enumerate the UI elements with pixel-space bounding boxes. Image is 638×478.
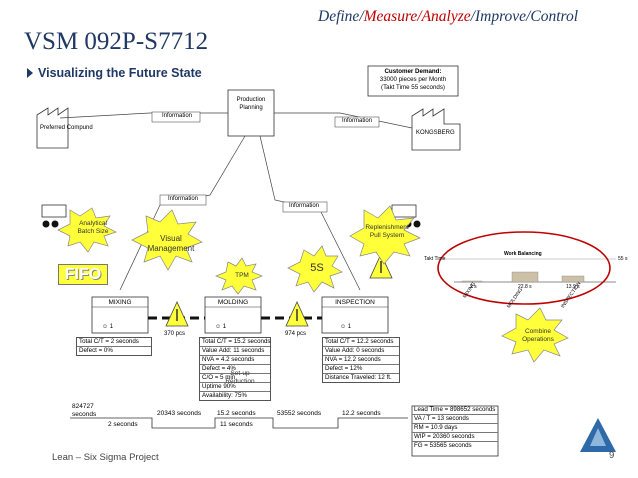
kaizen-burst-tpm: [215, 257, 263, 295]
kaizen-burst-5s: [287, 245, 343, 293]
inventory-label-2: 974 pcs: [285, 331, 307, 337]
summary-row: Lead Time = 898652 seconds: [414, 406, 496, 413]
customer-demand-line2: (Takt Time 55 seconds): [381, 84, 445, 91]
burst-text-visual: Visual Management: [147, 234, 195, 253]
data-row: Defect = 0%: [77, 346, 151, 355]
data-row: Uptime 90%: [200, 382, 270, 391]
operators-mixing: 1: [109, 324, 114, 330]
data-row: Defect = 4%: [200, 364, 270, 373]
phase-analyze: Analyze: [421, 8, 471, 25]
bar-value-molding: 22.8 s: [518, 284, 532, 290]
summary-row: WIP = 20360 seconds: [412, 432, 498, 441]
section-heading: Visualizing the Future State: [38, 66, 202, 80]
timeline-ladder: [70, 417, 408, 429]
data-box-inspection: Total C/T = 12.2 seconds Value Add: 0 se…: [322, 337, 400, 383]
customer-demand-title: Customer Demand:: [384, 68, 442, 75]
operator-icon: ☺ 1: [340, 324, 352, 330]
bullet-arrow-icon: [27, 68, 33, 78]
work-balancing-title: Work Balancing: [504, 251, 542, 257]
customer-demand: Customer Demand: 33000 pieces per Month …: [368, 68, 458, 92]
burst-text-setup: Set-up Reduction: [225, 370, 255, 385]
inventory-label-1: 370 pcs: [164, 331, 186, 337]
footer-text: Lean – Six Sigma Project: [52, 452, 159, 463]
page-title: VSM 092P-S7712: [24, 28, 209, 55]
page-number: 9: [609, 450, 615, 461]
data-row: NVA = 4.2 seconds: [200, 355, 270, 364]
data-row: C/O = 5 min: [200, 373, 270, 382]
supplier-label: Preferred Compund: [40, 125, 93, 131]
info-label-4: Information: [289, 203, 320, 209]
takt-time-label: Takt Time: [424, 256, 446, 262]
operator-icon: ☺ 1: [102, 324, 114, 330]
phase-measure: Measure/: [363, 8, 422, 25]
data-row: Defect = 12%: [323, 364, 399, 373]
balance-bar-mixing: [461, 280, 483, 283]
data-row: NVA = 12.2 seconds: [323, 355, 399, 364]
process-box-molding: [204, 296, 262, 334]
info-label-2: Information: [342, 118, 373, 124]
data-row: Total C/T = 15.2 seconds: [202, 338, 270, 345]
timeline-top-2: 20343 seconds: [157, 410, 202, 417]
dmaic-phases: Define/Measure/Analyze/Improve/Control: [318, 8, 578, 26]
customer-factory-shape: [411, 108, 461, 151]
customer-label: KONGSBERG: [416, 130, 455, 136]
burst-text-analytical: Analytical Batch Size: [77, 220, 109, 235]
kaizen-burst-combine: [501, 307, 569, 363]
process-box-inspection: [321, 296, 389, 334]
kaizen-burst-replenishment: [349, 205, 421, 265]
data-row: Value Add: 11 seconds: [200, 346, 270, 355]
customer-demand-line1: 33000 pieces per Month: [379, 76, 447, 83]
fifo-lane: FIFO: [58, 264, 108, 285]
balance-bar-molding: [511, 271, 539, 283]
timeline-top-1: 824727 seconds: [72, 403, 97, 418]
burst-text-replenishment: Replenishment Pull System: [365, 224, 409, 239]
customer-demand-box: [367, 65, 459, 97]
process-box-mixing: [91, 296, 149, 334]
process-name-mixing: MIXING: [108, 299, 132, 306]
timeline-top-3: 15.2 seconds: [217, 410, 256, 417]
data-row: Total C/T = 2 seconds: [79, 338, 139, 345]
burst-text-combine: Combine Operations: [522, 328, 554, 343]
process-name-molding: MOLDING: [217, 299, 249, 306]
bar-value-mixing: 2 s: [470, 284, 477, 290]
data-row: Total C/T = 12.2 seconds: [325, 338, 394, 345]
bar-value-inspection: 13.9 s: [566, 284, 580, 290]
lead-time-summary: Lead Time = 898652 seconds VA / T = 13 s…: [412, 406, 498, 450]
info-label-3: Information: [168, 196, 199, 202]
operator-icon: ☺ 1: [215, 324, 227, 330]
phase-define: Define/: [318, 8, 364, 25]
red-highlight-ellipse: [437, 231, 611, 305]
data-row: Distance Traveled: 12 ft.: [323, 373, 399, 382]
process-name-inspection: INSPECTION: [335, 299, 375, 306]
kaizen-burst-analytical: [57, 207, 117, 253]
summary-row: RM = 10.9 days: [412, 423, 498, 432]
timeline-bottom-2: 11 seconds: [220, 421, 253, 428]
timeline-top-4: 53552 seconds: [277, 410, 322, 417]
info-label-1: Information: [162, 113, 193, 119]
timeline-top-5: 12.2 seconds: [342, 410, 381, 417]
operators-inspection: 1: [347, 324, 352, 330]
phase-rest: /Improve/Control: [470, 8, 579, 25]
balance-bar-inspection: [561, 275, 585, 283]
data-box-molding: Total C/T = 15.2 seconds Value Add: 11 s…: [199, 337, 271, 401]
timeline-bottom-1: 2 seconds: [108, 421, 138, 428]
production-planning-label: Production Planning: [236, 97, 266, 111]
summary-row: VA / T = 13 seconds: [412, 414, 498, 423]
kaizen-burst-visual: [131, 209, 203, 271]
takt-time-value: 55 s: [618, 256, 628, 262]
summary-row: FG = 53565 seconds: [412, 441, 498, 450]
burst-text-5s: 5S: [310, 262, 324, 274]
data-row: Availability: 75%: [200, 391, 270, 400]
data-box-mixing: Total C/T = 2 seconds Defect = 0%: [76, 337, 152, 356]
operators-molding: 1: [222, 324, 227, 330]
data-row: Value Add: 0 seconds: [323, 346, 399, 355]
burst-text-tpm: TPM: [235, 272, 249, 279]
